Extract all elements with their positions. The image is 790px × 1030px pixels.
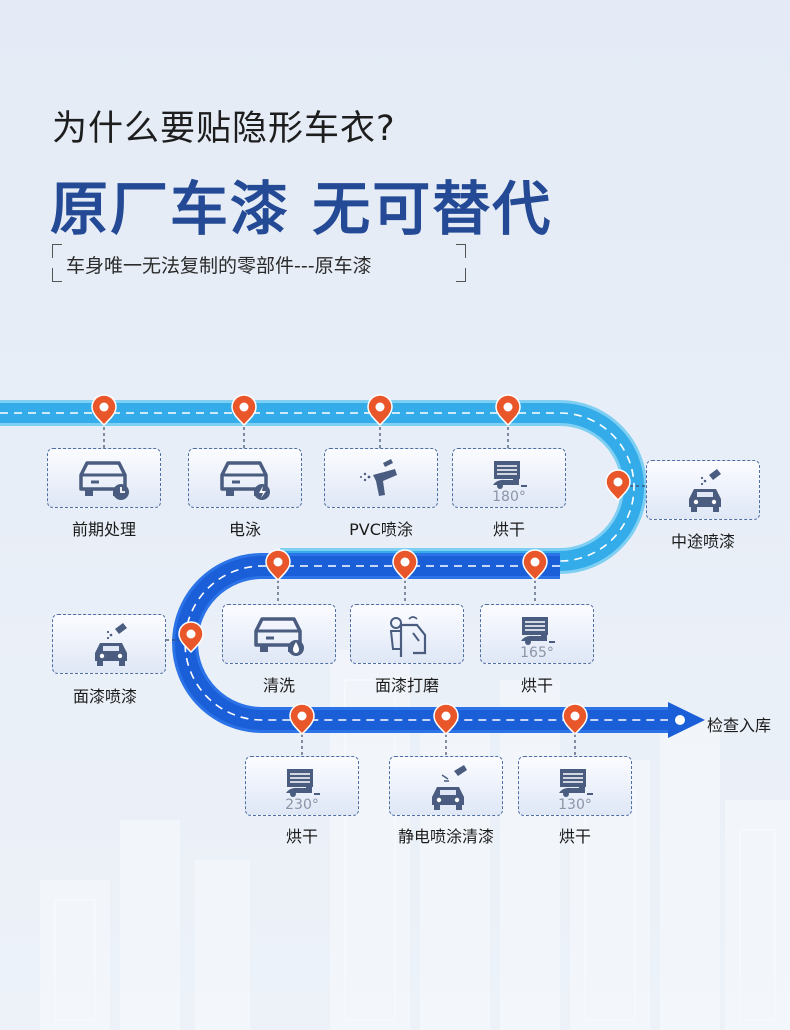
pin-icon [231,394,257,426]
step-label: 中途喷漆 [670,532,736,551]
step-box-electrophoresis [188,448,302,508]
bracket-corner [52,244,62,258]
car-water-drop-icon [254,617,304,656]
step-box-mid-spray [646,460,760,520]
car-bolt-icon [220,461,270,500]
step-box-drying-130: 130° [518,756,632,816]
car-spray-icon [689,469,721,512]
step-box-pretreatment [47,448,161,508]
pin-icon [289,703,315,735]
page-headline: 原厂车漆 无可替代 [50,175,553,243]
step-label: 电泳 [228,520,262,539]
step-label: 烘干 [520,676,554,695]
step-box-topcoat-spray [52,614,166,674]
step-label: 清洗 [262,676,296,695]
step-box-pvc-spray [324,448,438,508]
pin-icon [392,549,418,581]
temperature-label: 165° [520,645,554,661]
pin-icon [178,621,204,653]
car-spray-icon [95,623,127,666]
pin-icon [433,703,459,735]
step-box-electrostatic-clearcoat [389,756,503,816]
pin-icon [91,394,117,426]
bracket-corner [52,268,62,282]
step-label: 烘干 [492,520,526,539]
bracket-corner [456,244,466,258]
pin-icon [562,703,588,735]
bracket-corner [456,268,466,282]
step-label: 面漆打磨 [374,676,440,695]
pin-icon [265,549,291,581]
step-label: 前期处理 [71,520,137,539]
step-label: 烘干 [285,827,319,846]
step-box-drying-180: 180° [452,448,566,508]
step-box-drying-165: 165° [480,604,594,664]
step-label: PVC喷涂 [349,520,413,539]
subtitle-text: 车身唯一无法复制的零部件---原车漆 [66,255,372,277]
car-electrostatic-spray-icon [432,765,467,810]
pin-icon [495,394,521,426]
step-box-drying-230: 230° [245,756,359,816]
temperature-label: 180° [492,489,526,505]
polishing-worker-icon [389,616,427,657]
step-box-topcoat-polish [350,604,464,664]
step-label: 烘干 [558,827,592,846]
car-clock-icon [79,461,129,500]
temperature-label: 130° [558,797,592,813]
page-question: 为什么要贴隐形车衣? [52,109,396,149]
end-point [673,713,687,727]
subtitle-frame: 车身唯一无法复制的零部件---原车漆 [52,244,466,282]
pin-icon [522,549,548,581]
pin-icon [367,394,393,426]
end-label: 检查入库 [707,716,772,735]
step-label: 面漆喷漆 [72,687,138,706]
spray-gun-icon [360,459,397,496]
step-box-cleaning [222,604,336,664]
temperature-label: 230° [285,797,319,813]
pin-icon [605,469,631,501]
step-label: 静电喷涂清漆 [397,827,495,846]
